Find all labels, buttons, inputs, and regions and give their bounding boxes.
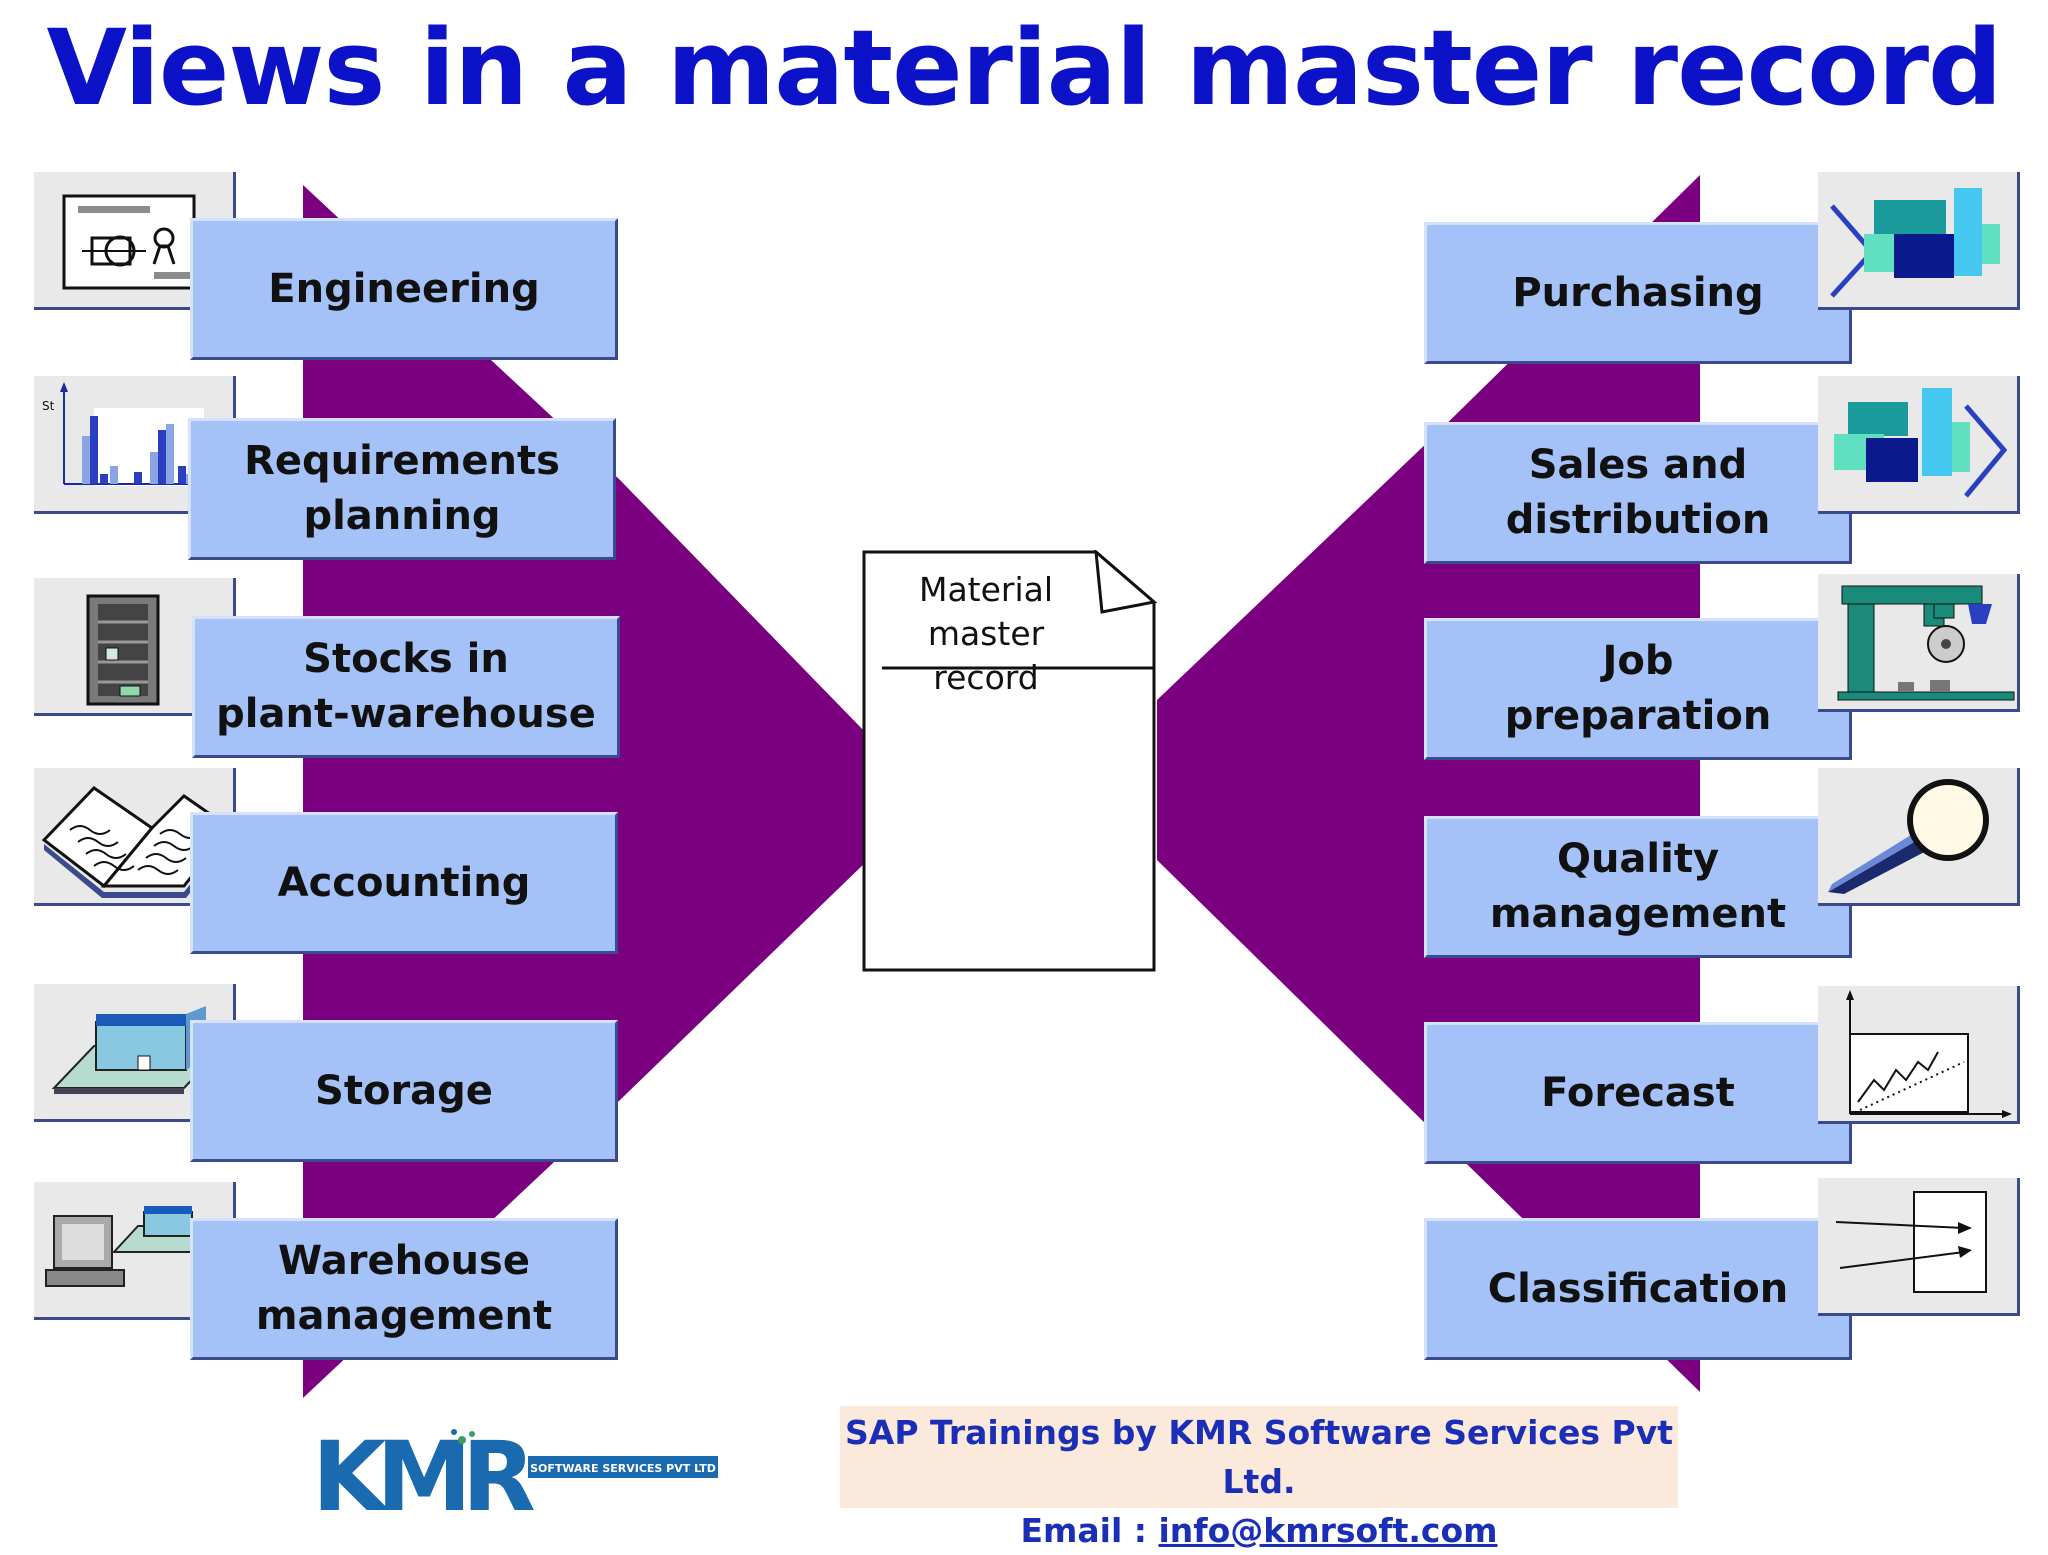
- blocks-out-icon: [1834, 388, 2008, 498]
- view-sales-and-distribution: Sales and distribution: [1424, 422, 1852, 564]
- material-master-document: [862, 550, 1158, 972]
- icon-box-engineering: [34, 172, 236, 310]
- view-label: Storage: [315, 1067, 493, 1114]
- view-label: Purchasing: [1512, 269, 1764, 316]
- view-storage: Storage: [190, 1020, 618, 1162]
- line-chart-icon: [1846, 990, 2012, 1118]
- view-stocks-in-plant-warehouse: Stocks in plant-warehouse: [192, 616, 620, 758]
- view-label: Sales and distribution: [1505, 442, 1771, 543]
- view-label: Warehouse management: [255, 1238, 553, 1339]
- view-forecast: Forecast: [1424, 1022, 1852, 1164]
- view-engineering: Engineering: [190, 218, 618, 360]
- footer-banner: SAP Trainings by KMR Software Services P…: [840, 1406, 1678, 1550]
- arrows-box-icon: [1835, 1191, 1987, 1293]
- center-label: Material master record: [918, 570, 1054, 697]
- view-job-preparation: Job preparation: [1424, 618, 1852, 760]
- view-label: Requirements planning: [244, 438, 560, 539]
- drawing-icon: [62, 194, 196, 290]
- view-purchasing: Purchasing: [1424, 222, 1852, 364]
- left-funnel: [303, 185, 868, 1398]
- page-title: Views in a material master record: [46, 7, 2003, 129]
- icon-box-classification: [1818, 1178, 2020, 1316]
- shelf-icon: [86, 594, 160, 706]
- view-label: Classification: [1487, 1265, 1789, 1312]
- blocks-in-icon: [1830, 188, 2000, 298]
- view-label: Stocks in plant-warehouse: [216, 636, 596, 737]
- logo-subtext: SOFTWARE SERVICES PVT LTD: [530, 1462, 716, 1475]
- view-requirements-planning: Requirements planning: [188, 418, 616, 560]
- view-label: Engineering: [268, 265, 540, 312]
- kmr-logo: KMR SOFTWARE SERVICES PVT LTD: [312, 1421, 718, 1518]
- bar-chart-icon: St t: [42, 382, 225, 495]
- view-label: Accounting: [277, 859, 531, 906]
- icon-box-purchasing: [1818, 172, 2020, 310]
- icon-box-sales: [1818, 376, 2020, 514]
- email-label: Email :: [1020, 1511, 1159, 1550]
- magnifier-icon: [1828, 779, 1989, 894]
- icon-box-quality: [1818, 768, 2020, 906]
- logo-text: KMR: [312, 1421, 534, 1518]
- view-quality-management: Quality management: [1424, 816, 1852, 958]
- machine-icon: [1837, 585, 2015, 701]
- footer-line2: Email : info@kmrsoft.com: [840, 1506, 1678, 1555]
- icon-box-job-preparation: [1818, 574, 2020, 712]
- footer-line1: SAP Trainings by KMR Software Services P…: [845, 1413, 1673, 1501]
- icon-box-forecast: [1818, 986, 2020, 1124]
- email-link[interactable]: info@kmrsoft.com: [1158, 1511, 1498, 1550]
- view-warehouse-management: Warehouse management: [190, 1218, 618, 1360]
- warehouse-icon: [51, 1006, 227, 1094]
- view-classification: Classification: [1424, 1218, 1852, 1360]
- view-label: Forecast: [1541, 1069, 1735, 1116]
- svg-text:St: St: [42, 399, 55, 413]
- view-label: Job preparation: [1504, 638, 1772, 739]
- view-label: Quality management: [1489, 836, 1787, 937]
- view-accounting: Accounting: [190, 812, 618, 954]
